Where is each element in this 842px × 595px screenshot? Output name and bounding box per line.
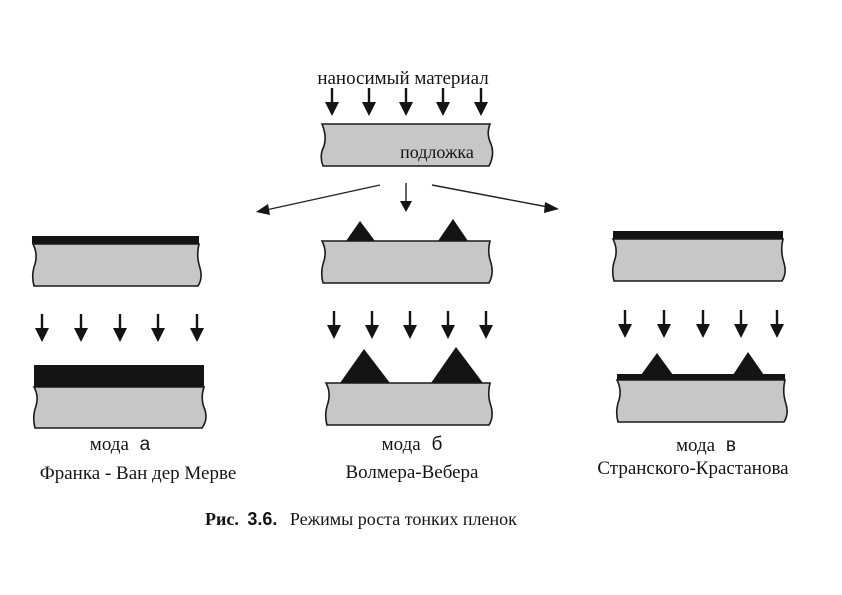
mode-c-final-island: [733, 352, 764, 375]
top-deposit-arrows: [323, 86, 490, 118]
mode-b-final-island: [340, 349, 390, 383]
deposit-arrow: [72, 312, 90, 344]
deposit-arrow: [439, 309, 457, 341]
mode-a-final-substrate: [32, 386, 207, 429]
mode-c-final-wetting-layer: [617, 374, 785, 380]
mode-c-name: Странского-Крастанова: [597, 458, 789, 479]
branch-arrow-left: [265, 184, 381, 211]
mode-a-final-film: [34, 365, 204, 387]
mode-b-initial-substrate: [320, 240, 493, 284]
branch-arrow-center-head: [400, 201, 412, 212]
deposit-arrow: [325, 309, 343, 341]
mode-b-final-substrate: [324, 382, 493, 426]
deposit-arrow: [434, 86, 452, 118]
branch-arrow-left-head: [256, 204, 270, 215]
mode-letter: в: [726, 435, 736, 456]
branch-arrow-right-head: [544, 202, 559, 213]
mode-a-initial-film: [32, 236, 199, 244]
mode-c-column: мода в Странского-Крастанова: [597, 231, 789, 479]
deposit-arrow: [149, 312, 167, 344]
mode-letter: а: [140, 434, 151, 455]
deposit-arrow: [360, 86, 378, 118]
mode-b-name: Волмера-Вебера: [345, 462, 479, 483]
figure-caption: Рис. 3.6. Режимы роста тонких пленок: [205, 509, 517, 529]
top-substrate: [320, 123, 494, 167]
mode-c-initial-substrate: [611, 238, 786, 282]
mode-a-name: Франка - Ван дер Мерве: [40, 463, 237, 484]
mode-letter: б: [431, 434, 442, 455]
substrate-label: подложка: [400, 142, 474, 162]
branch-arrows: [256, 183, 559, 215]
mode-c-final-island: [641, 353, 673, 375]
mode-c-initial-film: [613, 231, 783, 239]
deposit-arrow: [33, 312, 51, 344]
mode-b-final-island: [431, 347, 483, 383]
deposit-arrow: [472, 86, 490, 118]
mode-a-initial-substrate: [31, 243, 202, 287]
mode-word: мода: [90, 434, 130, 455]
deposit-arrow: [768, 308, 786, 340]
mode-c-label: мода в: [676, 435, 736, 456]
caption-text: Режимы роста тонких пленок: [290, 509, 517, 529]
caption-number: 3.6.: [247, 509, 277, 529]
deposit-arrow: [397, 86, 415, 118]
deposit-arrow: [694, 308, 712, 340]
deposit-arrow: [477, 309, 495, 341]
mode-b-initial-island: [438, 219, 468, 241]
mode-word: мода: [676, 435, 716, 456]
mode-b-initial-island: [346, 221, 375, 241]
caption-prefix: Рис.: [205, 509, 239, 529]
deposit-arrow: [323, 86, 341, 118]
deposit-arrow: [655, 308, 673, 340]
mode-word: мода: [382, 434, 422, 455]
mode-c-deposit-arrows: [616, 308, 786, 340]
deposit-label: наносимый материал: [317, 68, 489, 89]
deposit-arrow: [111, 312, 129, 344]
mode-a-deposit-arrows: [33, 312, 206, 344]
mode-b-deposit-arrows: [325, 309, 495, 341]
mode-a-label: мода а: [90, 434, 151, 455]
deposit-arrow: [401, 309, 419, 341]
mode-b-label: мода б: [382, 434, 443, 455]
mode-b-column: мода б Волмера-Вебера: [320, 219, 495, 483]
deposit-arrow: [188, 312, 206, 344]
mode-a-column: мода а Франка - Ван дер Мерве: [31, 236, 237, 484]
deposit-arrow: [732, 308, 750, 340]
deposit-arrow: [616, 308, 634, 340]
branch-arrow-right: [431, 184, 549, 208]
mode-c-final-substrate: [615, 379, 788, 423]
deposit-arrow: [363, 309, 381, 341]
